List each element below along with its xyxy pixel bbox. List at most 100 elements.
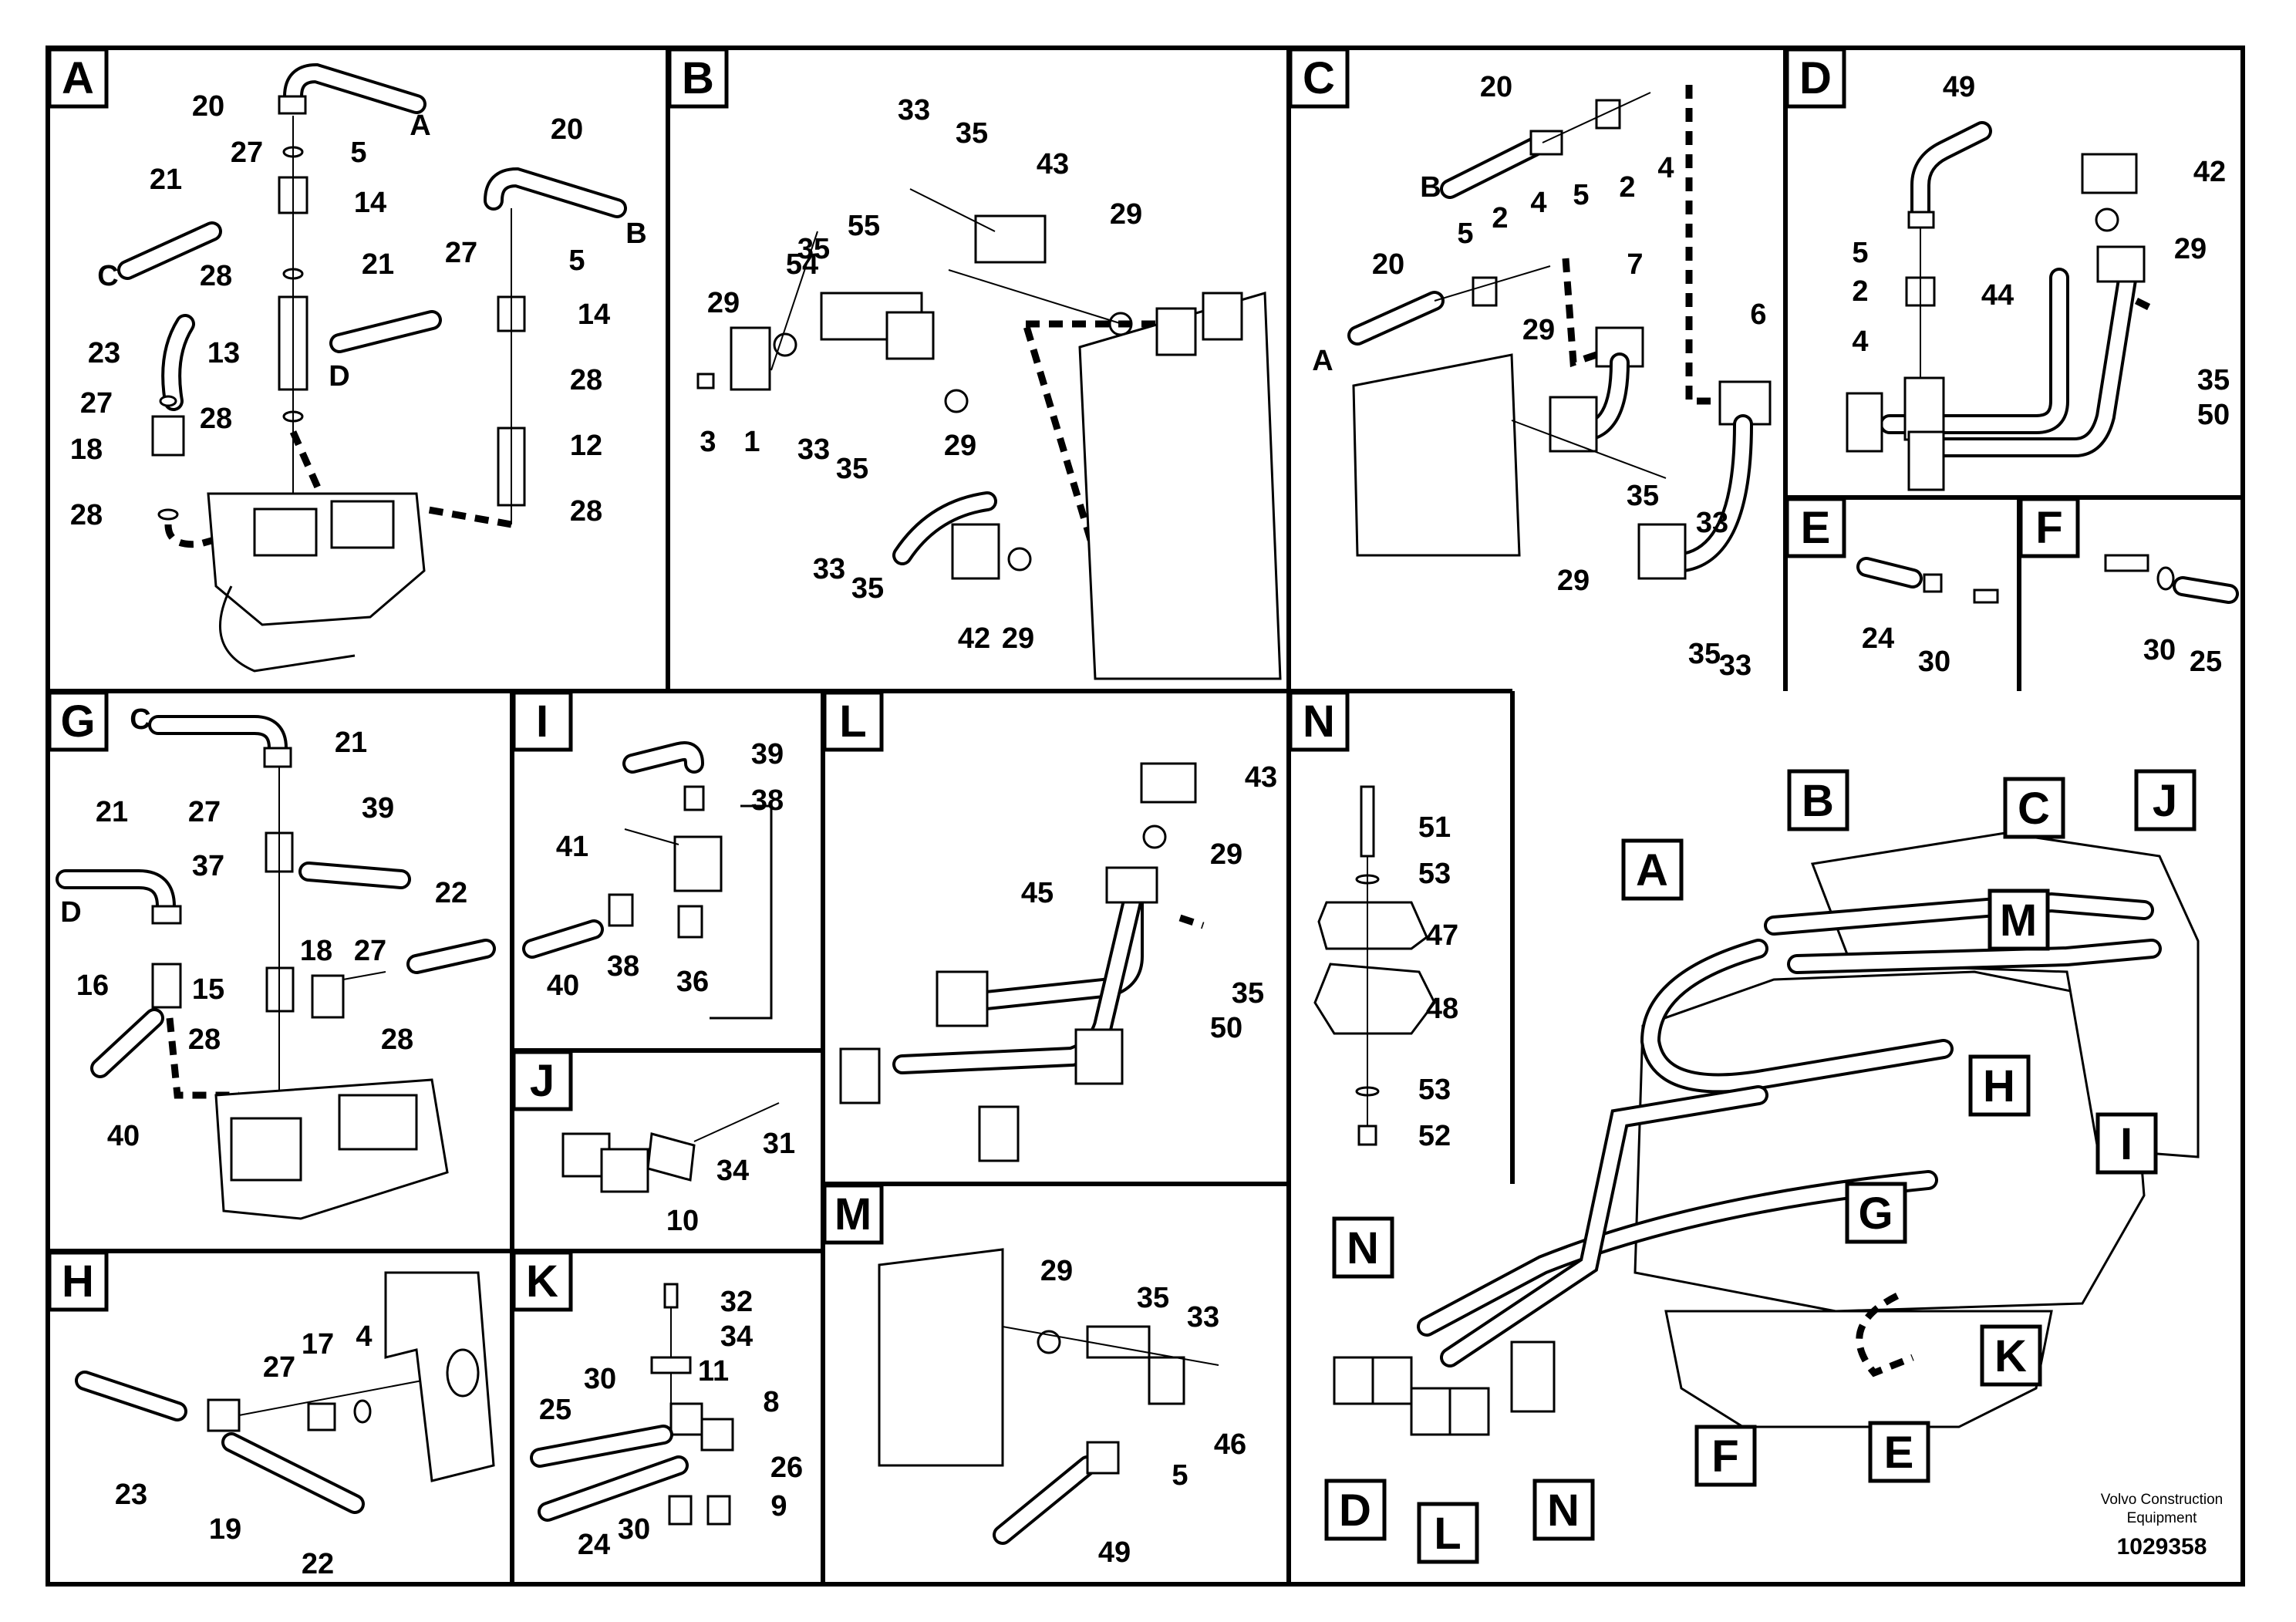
callout-number: 42 — [2193, 156, 2226, 188]
callout-number: 35 — [1688, 638, 1721, 670]
callout-number: 4 — [1530, 187, 1546, 219]
callout-number: 35 — [836, 453, 868, 485]
callout-number: 4 — [356, 1320, 372, 1353]
section-h-label: H — [62, 1256, 94, 1307]
section-l-label: L — [839, 696, 866, 747]
callout-number: 39 — [362, 792, 394, 824]
overview-section-label: F — [1711, 1431, 1738, 1482]
callout-number: 35 — [1232, 977, 1264, 1010]
section-f-label: F — [2035, 503, 2062, 553]
callout-number: D — [329, 360, 349, 393]
section-d: D — [1785, 47, 2154, 491]
section-j-label: J — [530, 1056, 555, 1106]
routing-line-b — [1020, 320, 1207, 559]
callout-number: 50 — [2197, 399, 2230, 431]
callout-number: 27 — [188, 796, 221, 828]
callout-number: 28 — [570, 495, 602, 528]
valve-36 — [673, 835, 723, 892]
callout-number: 12 — [570, 430, 602, 462]
callout-number: 10 — [666, 1205, 699, 1237]
swing-motor-body — [1633, 970, 2146, 1313]
callout-number: 33 — [813, 553, 845, 585]
callout-number: 30 — [584, 1363, 616, 1395]
callout-number: 29 — [944, 430, 976, 462]
overview-routing-dash — [1856, 1292, 1914, 1378]
callout-number: D — [60, 896, 81, 929]
nut-52 — [1357, 1125, 1377, 1146]
plate-34 — [646, 1132, 696, 1182]
callout-number: 5 — [568, 244, 585, 277]
callout-number: 21 — [335, 727, 367, 759]
adapter-17 — [307, 1402, 336, 1431]
callout-number: 35 — [1137, 1282, 1169, 1314]
callout-number: 44 — [1981, 279, 2014, 312]
section-f: F — [2018, 497, 2239, 604]
section-k-label: K — [526, 1256, 558, 1307]
callout-number: 27 — [80, 387, 113, 420]
callout-number: 33 — [898, 94, 930, 126]
callout-number: 32 — [720, 1286, 753, 1318]
section-i: I — [511, 690, 773, 1020]
credit-line-1: Volvo Construction — [2101, 1492, 2223, 1508]
overview-section-label: G — [1858, 1189, 1893, 1239]
callout-number: 22 — [435, 877, 467, 909]
callout-number: 30 — [618, 1513, 650, 1546]
callout-number: 28 — [70, 499, 103, 531]
callout-number: 13 — [207, 337, 240, 369]
bracket-i — [710, 804, 773, 1020]
callout-number: 33 — [797, 433, 830, 466]
callout-number: 53 — [1418, 1074, 1451, 1106]
callout-number: 9 — [770, 1490, 787, 1523]
section-m: M — [822, 1183, 1219, 1545]
callout-number: C — [97, 260, 118, 292]
callout-number: 4 — [1657, 152, 1674, 184]
valve-body-h — [384, 1271, 495, 1482]
callout-number: 4 — [1852, 325, 1868, 358]
callout-number: 2 — [1492, 202, 1508, 234]
callout-number: 1 — [743, 426, 760, 458]
section-h-callouts: 27 17 4 23 19 22 — [115, 1320, 373, 1580]
callout-number: 15 — [192, 973, 224, 1006]
callout-number: 5 — [1573, 179, 1589, 211]
overview-section-label: D — [1339, 1485, 1371, 1536]
callout-number: 21 — [362, 248, 394, 281]
callout-number: 5 — [1172, 1459, 1188, 1492]
callout-number: 29 — [1002, 622, 1034, 655]
callout-number: 21 — [96, 796, 128, 828]
overview-section-label: K — [1994, 1331, 2027, 1381]
overview-section-label: H — [1983, 1061, 2015, 1111]
callout-number: 35 — [851, 572, 884, 605]
overview-labels: B C J A M H I G N K N F E D L — [1324, 769, 2197, 1564]
callout-number: 23 — [115, 1479, 147, 1511]
overview-assembly: B C J A M H I G N K N F E D L — [1324, 769, 2200, 1564]
section-k: K — [511, 1250, 734, 1526]
section-e: E — [1785, 497, 1999, 604]
section-b-label: B — [682, 53, 714, 103]
callout-number: 30 — [2143, 634, 2176, 666]
callout-number: 24 — [578, 1529, 610, 1561]
section-j: J — [511, 1050, 780, 1193]
section-l: L — [822, 690, 1205, 1162]
flange-42 — [951, 523, 1000, 580]
flange-42d — [2081, 153, 2138, 194]
callout-number: 38 — [607, 950, 639, 983]
section-g-callouts: C 21 21 27 39 37 D 22 16 18 27 15 28 28 … — [60, 703, 467, 1152]
overview-section-label: I — [2120, 1119, 2132, 1169]
callout-number: 45 — [1021, 877, 1054, 909]
section-m-label: M — [834, 1189, 872, 1239]
callout-number: A — [1312, 345, 1333, 377]
callout-number: 29 — [707, 287, 740, 319]
section-h: H — [47, 1250, 495, 1514]
callout-number: 46 — [1214, 1428, 1246, 1461]
callout-number: 27 — [354, 935, 386, 967]
callout-number: 43 — [1245, 761, 1277, 794]
section-d-label: D — [1799, 53, 1832, 103]
callout-number: C — [130, 703, 150, 736]
routing-line-a — [164, 430, 512, 548]
clamp-47 — [1317, 901, 1428, 950]
section-c-label: C — [1303, 53, 1335, 103]
callout-number: 36 — [676, 966, 709, 998]
section-i-label: I — [536, 696, 548, 747]
callout-number: 50 — [1210, 1012, 1242, 1044]
adapter-16 — [151, 963, 182, 1009]
